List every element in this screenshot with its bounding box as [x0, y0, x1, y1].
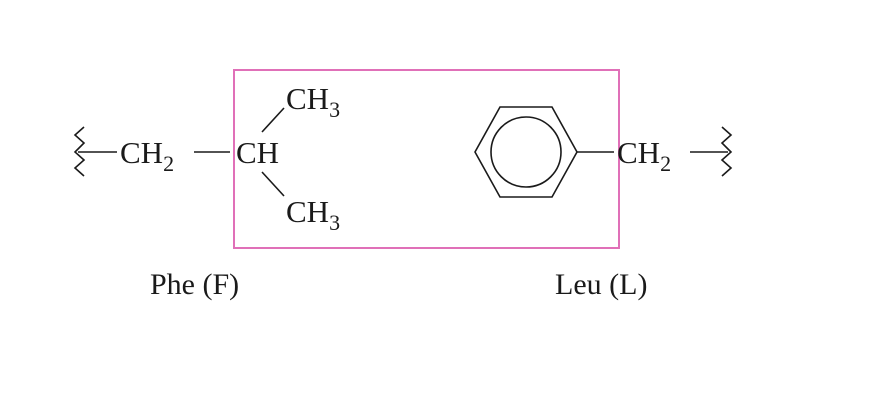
- ch3-top-group: CH3: [286, 81, 340, 121]
- ch3-top-text: CH: [286, 81, 330, 116]
- ch-text: CH: [236, 135, 280, 170]
- label-phe: Phe (F): [150, 268, 240, 301]
- ch-group: CH: [236, 137, 279, 168]
- left-ch2-subscript: 2: [163, 151, 175, 176]
- benzene-ring-icon: [474, 106, 578, 198]
- right-ch2-subscript: 2: [660, 151, 672, 176]
- bond-ch-ch3-bottom: [261, 171, 285, 197]
- right-ch2-text: CH: [617, 135, 661, 170]
- highlight-box: [233, 69, 620, 249]
- bond-ch-ch3-top: [261, 107, 285, 133]
- right-ch2-group: CH2: [617, 135, 671, 175]
- wavy-bond-right-icon: [690, 126, 733, 177]
- wavy-bond-left-icon: [73, 126, 117, 177]
- left-ch2-group: CH2: [120, 135, 174, 175]
- label-leu: Leu (L): [555, 268, 648, 301]
- ch3-bottom-group: CH3: [286, 194, 340, 234]
- left-ch2-text: CH: [120, 135, 164, 170]
- ch3-bottom-subscript: 3: [329, 210, 341, 235]
- ch3-top-subscript: 3: [329, 97, 341, 122]
- ch3-bottom-text: CH: [286, 194, 330, 229]
